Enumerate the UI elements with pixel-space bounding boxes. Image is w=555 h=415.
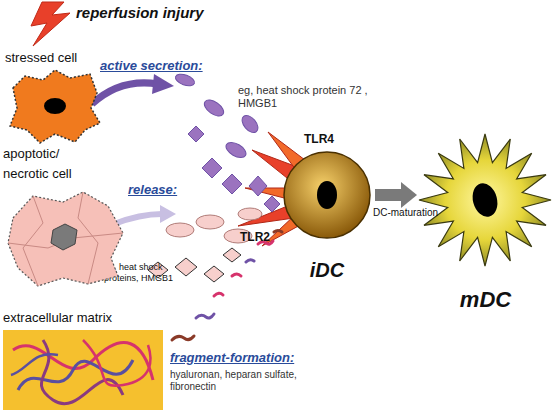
matrix-fragment [172,231,282,341]
released-molecule [238,208,262,220]
released-molecule [175,258,197,276]
cell-label: iDC [282,258,372,282]
secretion-arrow [92,74,174,104]
secreted-molecule [202,158,222,178]
secreted-molecule [249,176,267,196]
cell-body [8,192,123,286]
cell-shape [3,330,163,410]
receptor-label: TLR2 [240,230,270,244]
cell-crack [23,196,43,286]
secreted-molecule [174,72,196,88]
cell-shape [5,68,105,145]
arrow-shaft [375,189,402,201]
lightning-bolt [31,2,70,46]
receptor-label: TLR4 [304,132,334,146]
matrix-area [3,330,163,410]
secretion-arrow [152,74,174,94]
matrix-fiber [41,340,123,404]
mdc-cell: mDC [418,128,553,313]
apoptotic-cell: apoptotic/ necrotic cell [3,144,128,289]
cell-label: mDC [418,288,553,312]
example-note: eg, heat shock protein 72 , HMGB1 [238,84,388,110]
secreted-molecule [222,174,242,194]
secretion-arrow [92,83,158,104]
matrix-fiber [83,340,150,386]
cell-crack [78,192,98,284]
cell-body [10,70,100,143]
cell-label: stressed cell [5,48,77,68]
released-molecule [204,266,224,282]
matrix-fragment [246,260,254,262]
matrix-fragment [196,314,214,318]
release-arrow [114,214,162,224]
maturation-arrow [375,182,417,208]
lightning-bolt [31,2,70,46]
released-molecule [148,208,262,282]
cell-nucleus [51,224,77,250]
arrow-head [401,182,417,208]
matrix-fragment [274,231,282,233]
secreted-molecule [264,196,280,212]
cell-nucleus [469,180,501,219]
process-label: fragment-formation: [170,350,294,365]
trigger-label: reperfusion injury [76,4,204,21]
matrix-fiber [11,354,58,375]
secreted-molecule [202,97,227,119]
cell-shape [3,188,128,288]
cell-shape [418,128,553,268]
process-label: active secretion: [100,58,203,73]
matrix-fragment [214,293,223,296]
matrix-fragment [172,336,194,340]
cell-label: extracellular matrix [3,308,112,328]
released-molecule [223,248,241,262]
matrix-fragment [232,274,241,276]
release-arrow [114,205,176,224]
stressed-cell: stressed cell [5,48,105,145]
cell-label: apoptotic/ necrotic cell [3,144,103,184]
example-note: hyaluronan, heparan sulfate, fibronectin [170,369,320,393]
cell-nucleus [317,181,337,209]
process-label: release: [128,182,177,197]
cell-body [284,152,370,238]
edge-label: DC-maturation [373,207,438,218]
secreted-molecule [239,112,261,135]
matrix-box: extracellular matrix [3,308,163,410]
cell-body [419,134,551,266]
secreted-molecule [188,126,204,142]
secreted-molecule [223,139,248,160]
cell-nucleus [44,98,66,114]
cell-shape [282,150,372,240]
idc-cell: iDC [282,150,372,285]
release-arrow [160,205,176,223]
released-molecule [196,215,224,229]
released-molecule [166,223,194,237]
